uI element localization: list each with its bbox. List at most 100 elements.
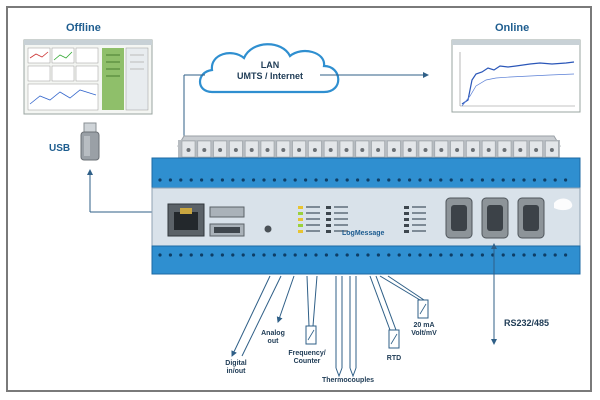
- ma-line-2: Volt/mV: [411, 330, 437, 337]
- rail-hole: [439, 253, 443, 257]
- terminal-screw: [312, 148, 317, 152]
- status-led: [298, 212, 303, 215]
- rail-hole: [158, 178, 162, 182]
- rail-hole: [387, 178, 391, 182]
- logger-device: [151, 135, 581, 275]
- led-caption: [412, 224, 426, 226]
- online-screenshot: [451, 39, 581, 113]
- terminal-screw: [549, 148, 554, 152]
- status-led: [326, 218, 331, 221]
- rail-hole: [241, 178, 245, 182]
- rail-hole: [304, 253, 308, 257]
- serial-port-icon: [445, 197, 545, 239]
- terminal-screw: [391, 148, 396, 152]
- status-led: [326, 224, 331, 227]
- rail-hole: [345, 253, 349, 257]
- terminal-screw: [423, 148, 428, 152]
- led-caption: [306, 206, 320, 208]
- rail-hole: [158, 253, 162, 257]
- rail-hole: [283, 178, 287, 182]
- rail-hole: [293, 253, 297, 257]
- rail-hole: [553, 178, 557, 182]
- terminal-screw: [407, 148, 412, 152]
- rail-hole: [189, 253, 193, 257]
- rail-hole: [449, 178, 453, 182]
- terminal-screw: [486, 148, 491, 152]
- cloud-icon: [198, 43, 340, 94]
- rail-hole: [460, 253, 464, 257]
- rail-hole: [480, 178, 484, 182]
- led-caption: [306, 212, 320, 214]
- rail-hole: [460, 178, 464, 182]
- status-led: [298, 206, 303, 209]
- rail-hole: [387, 253, 391, 257]
- rail-hole: [293, 178, 297, 182]
- led-caption: [412, 212, 426, 214]
- frequency-label: Frequency/ Counter: [282, 350, 332, 366]
- status-led: [326, 212, 331, 215]
- usb-label: USB: [49, 143, 71, 154]
- rail-hole: [418, 253, 422, 257]
- rs-label: RS232/485: [504, 318, 550, 328]
- rail-hole: [397, 178, 401, 182]
- rail-hole: [511, 178, 516, 182]
- rail-hole: [179, 253, 183, 257]
- digital-line-2: in/out: [226, 368, 246, 375]
- terminal-screw: [376, 148, 381, 152]
- rail-hole: [543, 178, 547, 182]
- rail-hole: [470, 178, 474, 182]
- terminal-screw: [233, 148, 238, 152]
- rail-hole: [345, 178, 349, 182]
- led-caption: [334, 206, 348, 208]
- cloud-line-1: LAN: [260, 60, 280, 70]
- offline-screenshot: [23, 39, 153, 115]
- terminal-screw: [344, 148, 349, 152]
- terminal-screw: [297, 148, 302, 152]
- terminal-screw: [439, 148, 444, 152]
- rail-hole: [532, 178, 537, 182]
- status-led: [298, 218, 303, 221]
- rail-hole: [241, 253, 245, 257]
- rail-hole: [324, 253, 328, 257]
- rail-hole: [252, 253, 256, 257]
- terminal-screw: [249, 148, 254, 152]
- led-caption: [412, 206, 426, 208]
- terminal-screw: [265, 148, 270, 152]
- rail-hole: [231, 253, 235, 257]
- online-label: Online: [495, 22, 530, 34]
- rtd-label: RTD: [386, 355, 402, 362]
- ethernet-port-icon: [167, 203, 205, 237]
- led-caption: [334, 230, 348, 232]
- rail-hole: [522, 178, 526, 182]
- terminal-screw: [202, 148, 207, 152]
- offline-label: Offline: [66, 22, 101, 34]
- status-led: [298, 230, 303, 233]
- digital-label: Digital in/out: [216, 360, 256, 376]
- led-caption: [334, 218, 348, 220]
- rail-hole: [449, 253, 453, 257]
- rail-hole: [501, 178, 505, 182]
- rail-hole: [189, 178, 193, 182]
- rail-hole: [210, 253, 214, 257]
- rail-hole: [418, 178, 422, 182]
- terminal-screw: [218, 148, 223, 152]
- rail-hole: [356, 178, 360, 182]
- terminal-screw: [502, 148, 507, 152]
- terminal-screw: [470, 148, 475, 152]
- led-caption: [412, 230, 426, 232]
- terminal-screw: [534, 148, 539, 152]
- status-led: [404, 224, 409, 227]
- status-led: [326, 206, 331, 209]
- terminal-screw: [518, 148, 523, 152]
- rail-hole: [408, 178, 412, 182]
- rail-hole: [491, 178, 495, 182]
- rail-hole: [304, 178, 308, 182]
- thermocouples-label: Thermocouples: [321, 377, 375, 384]
- terminal-screw: [360, 148, 365, 152]
- status-led: [298, 224, 303, 227]
- rail-hole: [252, 178, 256, 182]
- ma-label: 20 mA Volt/mV: [404, 322, 444, 338]
- rail-hole: [200, 253, 204, 257]
- rail-hole: [262, 178, 266, 182]
